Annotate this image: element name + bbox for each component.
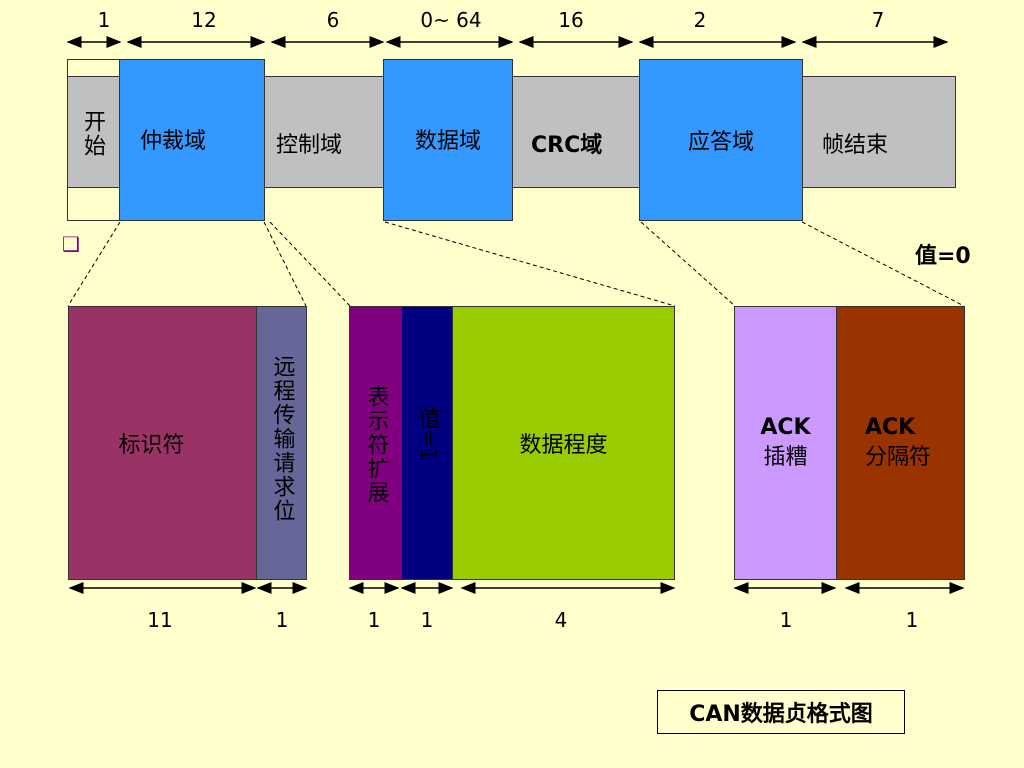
bottom-bit-count: 1 [420, 608, 434, 632]
subfield-rtr-label: 远程传输请求位 [269, 355, 295, 523]
subfield-ack-delim: ACK 分隔符 [836, 306, 965, 580]
subfield-value-one: 值=1 [401, 306, 453, 580]
subfield-ack-slot-line2: 插糟 [763, 445, 808, 470]
bottom-bit-count: 1 [367, 608, 381, 632]
subfield-dlc-label: 数据程度 [519, 433, 608, 458]
bottom-bit-count: 11 [147, 608, 173, 632]
connector-ack-left [640, 221, 736, 307]
subfield-ack-delim-line1: ACK [865, 415, 916, 440]
top-bit-count: 1 [97, 8, 111, 32]
bottom-bit-count: 4 [554, 608, 568, 632]
bottom-bit-count: 1 [275, 608, 289, 632]
connector-ack-right [801, 221, 965, 307]
field-control: 控制域 [276, 133, 343, 158]
connector-ctrl-left [269, 221, 351, 307]
connector-arb-right [263, 221, 307, 307]
bottom-bit-count: 1 [905, 608, 919, 632]
field-data: 数据域 [383, 59, 513, 221]
subfield-identifier-label: 标识符 [118, 433, 185, 458]
subfield-rtr: 远程传输请求位 [256, 306, 307, 580]
bullet-icon: ❑ [62, 232, 80, 256]
field-ack-label: 应答域 [687, 130, 754, 155]
field-start: 开始 [80, 110, 105, 158]
field-eof: 帧结束 [822, 133, 889, 158]
subfield-identifier: 标识符 [68, 306, 257, 580]
field-crc: CRC域 [531, 133, 603, 158]
subfield-dlc: 数据程度 [452, 306, 675, 580]
diagram-caption: CAN数据贞格式图 [657, 690, 905, 734]
bottom-bit-count: 1 [779, 608, 793, 632]
top-bit-count: 0~ 64 [420, 8, 482, 32]
top-bit-count: 6 [326, 8, 340, 32]
top-bit-count: 7 [871, 8, 885, 32]
subfield-ack-delim-line2: 分隔符 [865, 445, 932, 470]
subfield-value-one-label: 值=1 [415, 407, 440, 462]
top-bit-count: 2 [693, 8, 707, 32]
subfield-ack-slot-line1: ACK [760, 415, 811, 440]
subfield-ack-slot: ACK 插糟 [734, 306, 837, 580]
top-bit-count: 12 [191, 8, 217, 32]
field-arbitration-label: 仲裁域 [140, 129, 207, 154]
connector-data-right [384, 221, 676, 307]
connector-arb-left [67, 221, 121, 307]
field-arbitration: 仲裁域 [119, 59, 265, 221]
field-data-label: 数据域 [414, 129, 481, 154]
top-bit-count: 16 [558, 8, 584, 32]
value-zero-label: 值=0 [915, 244, 971, 269]
subfield-ide: 表示符扩展 [349, 306, 402, 580]
field-ack: 应答域 [639, 59, 803, 221]
subfield-ide-label: 表示符扩展 [363, 385, 389, 505]
